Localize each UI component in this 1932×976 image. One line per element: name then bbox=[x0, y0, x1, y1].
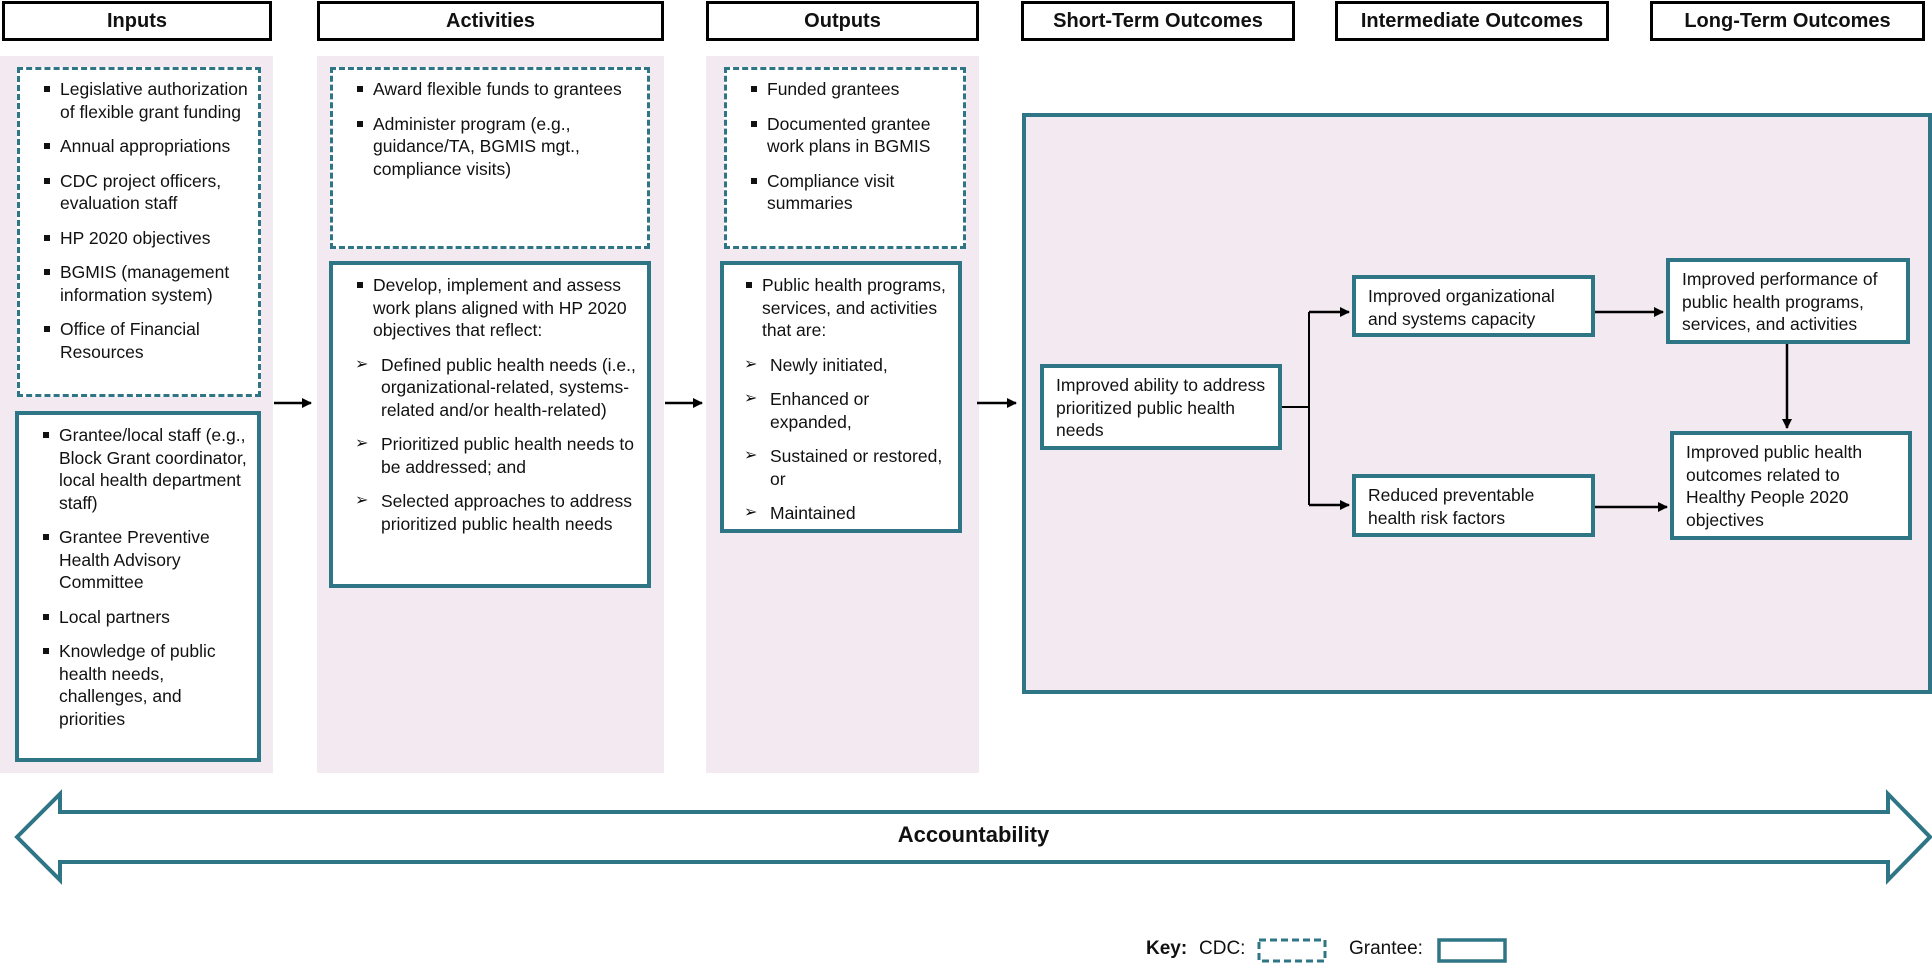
list-item: BGMIS (management information system) bbox=[30, 261, 252, 306]
list-item: Funded grantees bbox=[737, 78, 957, 101]
key-grantee-label: Grantee: bbox=[1349, 938, 1423, 959]
list-item: CDC project officers, evaluation staff bbox=[30, 170, 252, 215]
outputs-grantee-sublist: Newly initiated, Enhanced or expanded, Sus… bbox=[732, 354, 952, 525]
outputs-grantee-box: Public health programs, services, and ac… bbox=[720, 261, 962, 533]
key-cdc-label: CDC: bbox=[1199, 938, 1246, 959]
sub-list-item: Defined public health needs (i.e., organ… bbox=[343, 354, 641, 422]
accountability-label: Accountability bbox=[897, 822, 1050, 847]
activities-grantee-intro: Develop, implement and assess work plans… bbox=[343, 274, 641, 342]
list-item: Legislative authorization of flexible gr… bbox=[30, 78, 252, 123]
outputs-grantee-list: Public health programs, services, and ac… bbox=[732, 274, 952, 342]
activities-grantee-sublist: Defined public health needs (i.e., organ… bbox=[343, 354, 641, 536]
list-item: HP 2020 objectives bbox=[30, 227, 252, 250]
long-term-outcome-health: Improved public health outcomes related … bbox=[1670, 431, 1912, 540]
list-item: Office of Financial Resources bbox=[30, 318, 252, 363]
inputs-cdc-box: Legislative authorization of flexible gr… bbox=[17, 67, 261, 397]
header-inputs: Inputs bbox=[2, 1, 272, 41]
list-item: Local partners bbox=[29, 606, 251, 629]
header-long-term-outcomes: Long-Term Outcomes bbox=[1650, 1, 1925, 41]
header-short-term-outcomes: Short-Term Outcomes bbox=[1021, 1, 1295, 41]
short-term-outcome-box: Improved ability to address prioritized … bbox=[1040, 364, 1282, 450]
list-item: Grantee Preventive Health Advisory Commi… bbox=[29, 526, 251, 594]
list-item: Documented grantee work plans in BGMIS bbox=[737, 113, 957, 158]
inputs-grantee-list: Grantee/local staff (e.g., Block Grant c… bbox=[29, 424, 251, 730]
sub-list-item: Sustained or restored, or bbox=[732, 445, 952, 490]
header-intermediate-outcomes: Intermediate Outcomes bbox=[1335, 1, 1609, 41]
long-term-outcome-performance: Improved performance of public health pr… bbox=[1666, 258, 1910, 344]
sub-list-item: Prioritized public health needs to be ad… bbox=[343, 433, 641, 478]
list-item: Annual appropriations bbox=[30, 135, 252, 158]
key-grantee-swatch bbox=[1437, 938, 1507, 963]
header-outputs: Outputs bbox=[706, 1, 979, 41]
sub-list-item: Selected approaches to address prioritiz… bbox=[343, 490, 641, 535]
sub-list-item: Enhanced or expanded, bbox=[732, 388, 952, 433]
list-item: Administer program (e.g., guidance/TA, B… bbox=[343, 113, 641, 181]
list-item: Compliance visit summaries bbox=[737, 170, 957, 215]
activities-grantee-box: Develop, implement and assess work plans… bbox=[329, 261, 651, 588]
accountability-arrow bbox=[14, 789, 1932, 885]
list-item: Award flexible funds to grantees bbox=[343, 78, 641, 101]
intermediate-outcome-capacity: Improved organizational and systems capa… bbox=[1352, 275, 1595, 337]
intermediate-outcome-risk-factors: Reduced preventable health risk factors bbox=[1352, 474, 1595, 537]
key-cdc-swatch bbox=[1257, 938, 1327, 963]
inputs-grantee-box: Grantee/local staff (e.g., Block Grant c… bbox=[15, 411, 261, 762]
outputs-grantee-intro: Public health programs, services, and ac… bbox=[732, 274, 952, 342]
activities-grantee-list: Develop, implement and assess work plans… bbox=[343, 274, 641, 342]
sub-list-item: Maintained bbox=[732, 502, 952, 525]
sub-list-item: Newly initiated, bbox=[732, 354, 952, 377]
inputs-cdc-list: Legislative authorization of flexible gr… bbox=[30, 78, 252, 363]
header-activities: Activities bbox=[317, 1, 664, 41]
list-item: Knowledge of public health needs, challe… bbox=[29, 640, 251, 730]
key-label: Key: bbox=[1146, 938, 1188, 959]
list-item: Grantee/local staff (e.g., Block Grant c… bbox=[29, 424, 251, 514]
